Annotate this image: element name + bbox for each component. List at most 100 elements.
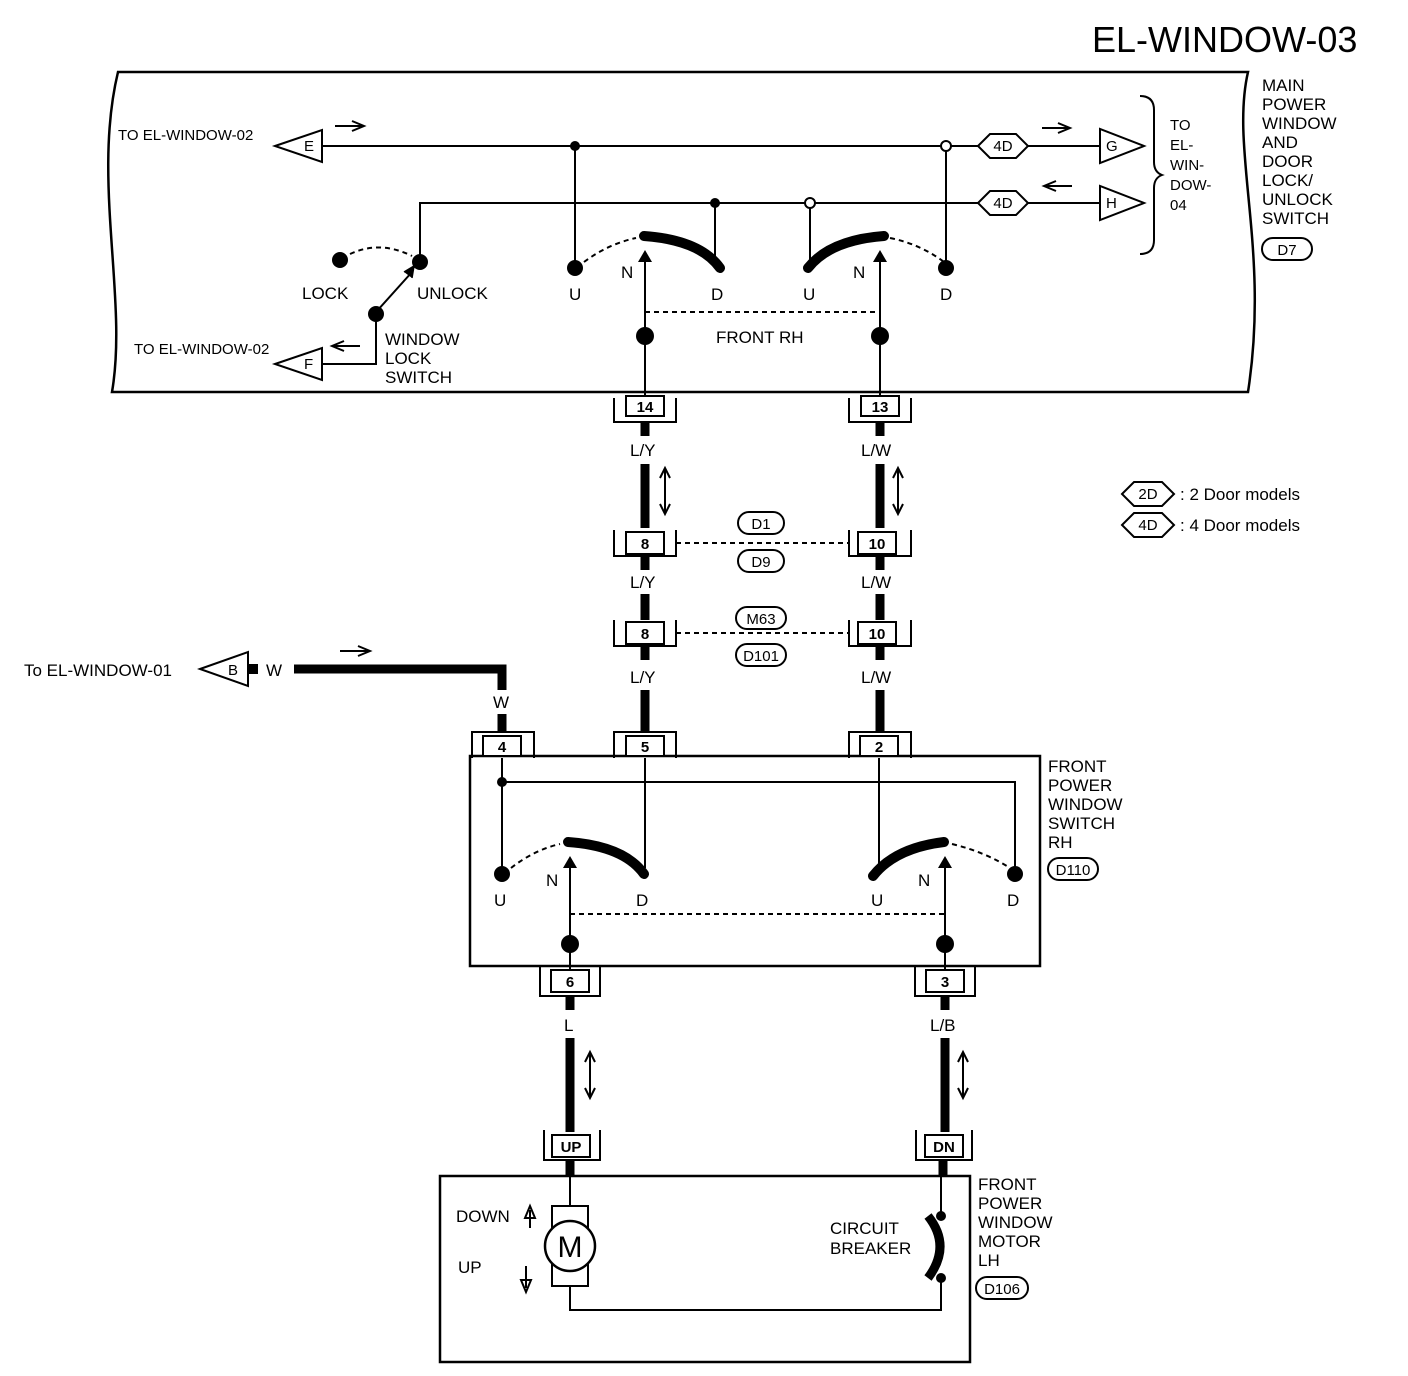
unlock-label: UNLOCK xyxy=(417,284,489,303)
svg-text:UP: UP xyxy=(561,1139,582,1156)
wire-l: L xyxy=(564,1016,573,1035)
main-right-d-contact xyxy=(938,260,954,276)
svg-text:D101: D101 xyxy=(743,648,779,665)
svg-text:D1: D1 xyxy=(751,516,770,533)
connector-d9: D9 xyxy=(737,549,785,573)
connector-pin-8-m63: 8 xyxy=(613,620,677,647)
arrow-right-icon xyxy=(340,645,373,657)
svg-text:N: N xyxy=(853,263,865,282)
svg-text:D: D xyxy=(1007,891,1019,910)
legend-2d: 2D : 2 Door models xyxy=(1120,481,1300,507)
rh-switch-label: FRONT POWER WINDOW SWITCH RH xyxy=(1048,757,1123,852)
svg-text:D: D xyxy=(636,891,648,910)
rh-left-blade xyxy=(563,837,649,879)
svg-text:AND: AND xyxy=(1262,133,1298,152)
circuit-breaker-label: CIRCUIT BREAKER xyxy=(830,1219,911,1258)
connector-d106: D106 xyxy=(975,1276,1029,1300)
svg-text:04: 04 xyxy=(1170,197,1187,214)
motor-up-label: UP xyxy=(458,1258,482,1277)
connector-pin-6: 6 xyxy=(539,966,601,997)
svg-text:UNLOCK: UNLOCK xyxy=(1262,190,1334,209)
bidirectional-arrow-icon xyxy=(659,465,671,517)
svg-text:DN: DN xyxy=(933,1139,955,1156)
svg-text:MOTOR: MOTOR xyxy=(978,1232,1041,1251)
svg-text:DOW-: DOW- xyxy=(1170,177,1211,194)
lock-label: LOCK xyxy=(302,284,349,303)
bidirectional-arrow-icon xyxy=(892,465,904,517)
svg-text:CIRCUIT: CIRCUIT xyxy=(830,1219,899,1238)
svg-text:H: H xyxy=(1106,195,1117,212)
wire-ly-1: L/Y xyxy=(630,441,656,460)
svg-text:N: N xyxy=(918,871,930,890)
motor-icon xyxy=(543,1219,597,1273)
svg-text:D: D xyxy=(940,285,952,304)
svg-text:2: 2 xyxy=(875,739,883,756)
arrow-left-icon xyxy=(329,340,360,352)
main-left-u-contact xyxy=(567,260,583,276)
diagram-title: EL-WINDOW-03 xyxy=(1092,19,1357,60)
connector-d7: D7 xyxy=(1261,237,1313,261)
svg-text:SWITCH: SWITCH xyxy=(1262,209,1329,228)
svg-text:POWER: POWER xyxy=(1048,776,1112,795)
svg-text:U: U xyxy=(569,285,581,304)
main-switch-outline xyxy=(107,70,1257,394)
svg-text:U: U xyxy=(494,891,506,910)
svg-text:D106: D106 xyxy=(984,1281,1020,1298)
svg-text:EL-: EL- xyxy=(1170,137,1193,154)
svg-text:8: 8 xyxy=(641,536,649,553)
svg-text:WINDOW: WINDOW xyxy=(385,330,460,349)
wire-w-2: W xyxy=(493,693,509,712)
svg-text:13: 13 xyxy=(872,399,889,416)
svg-text:POWER: POWER xyxy=(978,1194,1042,1213)
to-el-window-02-f: TO EL-WINDOW-02 xyxy=(134,341,269,358)
svg-text:LOCK: LOCK xyxy=(385,349,432,368)
arrow-down-icon xyxy=(519,1266,533,1295)
terminal-f: F xyxy=(271,346,323,382)
legend-4d: 4D : 4 Door models xyxy=(1120,512,1300,538)
svg-text:8: 8 xyxy=(641,626,649,643)
svg-text:WINDOW: WINDOW xyxy=(978,1213,1053,1232)
svg-text:WINDOW: WINDOW xyxy=(1048,795,1123,814)
wire-w-harness xyxy=(294,664,507,690)
svg-text:14: 14 xyxy=(637,399,654,416)
to-el-window-01: To EL-WINDOW-01 xyxy=(24,661,172,680)
svg-text:FRONT: FRONT xyxy=(1048,757,1107,776)
svg-text:FRONT: FRONT xyxy=(978,1175,1037,1194)
svg-text:RH: RH xyxy=(1048,833,1073,852)
wire-w-1: W xyxy=(266,661,282,680)
svg-text:4D: 4D xyxy=(1138,517,1157,534)
to-el-window-02-e: TO EL-WINDOW-02 xyxy=(118,127,253,144)
svg-text:D: D xyxy=(711,285,723,304)
svg-text:MAIN: MAIN xyxy=(1262,76,1305,95)
svg-text:G: G xyxy=(1106,138,1118,155)
window-lock-switch-label: WINDOW LOCK SWITCH xyxy=(385,330,460,387)
svg-text:D7: D7 xyxy=(1277,242,1296,259)
connector-pin-3: 3 xyxy=(914,966,976,997)
wire-lw-2: L/W xyxy=(861,573,891,592)
svg-text:N: N xyxy=(621,263,633,282)
terminal-e: E xyxy=(271,128,323,164)
connector-pin-10-m63: 10 xyxy=(848,620,912,647)
arrow-up-icon xyxy=(523,1203,537,1228)
svg-text:WINDOW: WINDOW xyxy=(1262,114,1337,133)
svg-text:U: U xyxy=(803,285,815,304)
front-rh-label: FRONT RH xyxy=(716,328,804,347)
svg-text:2D: 2D xyxy=(1138,486,1157,503)
svg-text:U: U xyxy=(871,891,883,910)
connector-pin-2: 2 xyxy=(848,731,912,758)
connector-pin-8-d1: 8 xyxy=(613,530,677,557)
connector-pin-14: 14 xyxy=(613,395,677,423)
svg-text:SWITCH: SWITCH xyxy=(385,368,452,387)
connector-pin-5: 5 xyxy=(613,731,677,758)
circuit-breaker-icon xyxy=(924,1213,945,1281)
connector-d1: D1 xyxy=(737,511,785,535)
terminal-h: H xyxy=(1099,184,1147,222)
wire-ly-2: L/Y xyxy=(630,573,656,592)
motor-label: FRONT POWER WINDOW MOTOR LH xyxy=(978,1175,1053,1270)
svg-text:D110: D110 xyxy=(1056,862,1091,879)
bidirectional-arrow-icon xyxy=(584,1049,596,1101)
lock-contact xyxy=(332,252,348,268)
main-switch-label: MAIN POWER WINDOW AND DOOR LOCK/ UNLOCK … xyxy=(1262,76,1337,228)
motor-down-label: DOWN xyxy=(456,1207,510,1226)
